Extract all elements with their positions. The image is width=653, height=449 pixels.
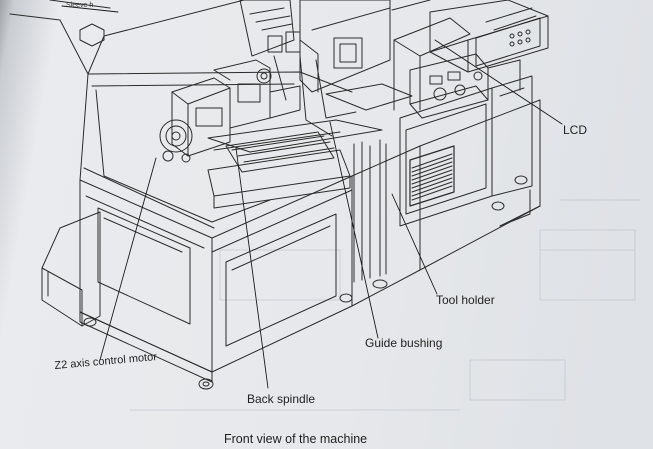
label-top-left: Sleeve h xyxy=(66,2,94,9)
label-guide-bushing: Guide bushing xyxy=(365,336,443,350)
tool-holder-cabinet xyxy=(399,75,533,227)
machine-base xyxy=(41,99,541,390)
machining-area xyxy=(207,119,387,283)
leader-lines xyxy=(61,5,563,389)
bleed-through xyxy=(129,199,641,411)
label-tool-holder: Tool holder xyxy=(436,293,495,307)
figure-caption: Front view of the machine xyxy=(224,432,368,446)
label-lcd: LCD xyxy=(563,123,588,137)
control-panel xyxy=(409,0,549,119)
label-back-spindle: Back spindle xyxy=(247,392,316,406)
head-stock xyxy=(239,0,471,137)
back-spindle-unit xyxy=(159,59,301,163)
enclosure xyxy=(9,0,353,229)
